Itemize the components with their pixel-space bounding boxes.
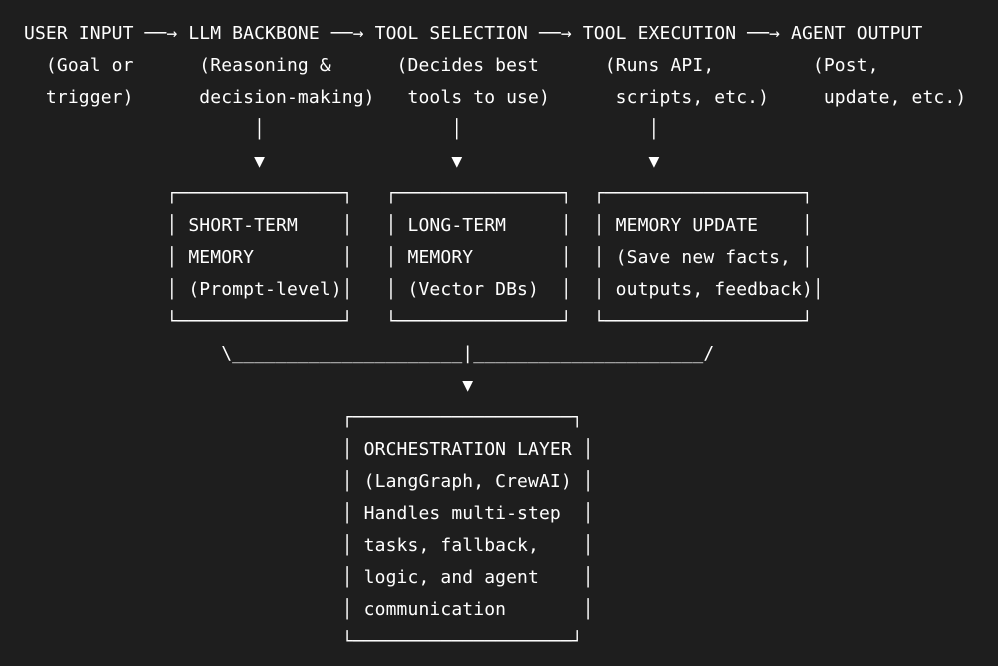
diagram-line: ▼ ▼ ▼ bbox=[24, 151, 660, 172]
diagram-line: \_____________________|_________________… bbox=[24, 343, 715, 364]
diagram-line: │ communication │ bbox=[24, 599, 594, 620]
diagram-line: ▼ bbox=[24, 375, 474, 396]
diagram-line: ┌───────────────┐ ┌───────────────┐ ┌───… bbox=[24, 183, 813, 204]
diagram-line: │ (Prompt-level)│ │ (Vector DBs) │ │ out… bbox=[24, 279, 824, 300]
diagram-line: ┌────────────────────┐ bbox=[24, 407, 583, 428]
diagram-line: │ SHORT-TERM │ │ LONG-TERM │ │ MEMORY UP… bbox=[24, 215, 813, 236]
diagram-line: │ (LangGraph, CrewAI) │ bbox=[24, 471, 594, 492]
diagram-line: (Goal or (Reasoning & (Decides best (Run… bbox=[24, 55, 879, 76]
diagram-line: USER INPUT ──→ LLM BACKBONE ──→ TOOL SEL… bbox=[24, 23, 923, 44]
diagram-line: └────────────────────┘ bbox=[24, 631, 583, 652]
diagram-line: │ MEMORY │ │ MEMORY │ │ (Save new facts,… bbox=[24, 247, 813, 268]
diagram-line: │ │ │ bbox=[24, 119, 660, 140]
diagram-line: │ ORCHESTRATION LAYER │ bbox=[24, 439, 594, 460]
diagram-line: trigger) decision-making) tools to use) … bbox=[24, 87, 967, 108]
diagram-line: │ tasks, fallback, │ bbox=[24, 535, 594, 556]
agent-architecture-diagram: USER INPUT ──→ LLM BACKBONE ──→ TOOL SEL… bbox=[24, 18, 966, 658]
diagram-line: │ logic, and agent │ bbox=[24, 567, 594, 588]
diagram-line: └───────────────┘ └───────────────┘ └───… bbox=[24, 311, 813, 332]
diagram-line: │ Handles multi-step │ bbox=[24, 503, 594, 524]
